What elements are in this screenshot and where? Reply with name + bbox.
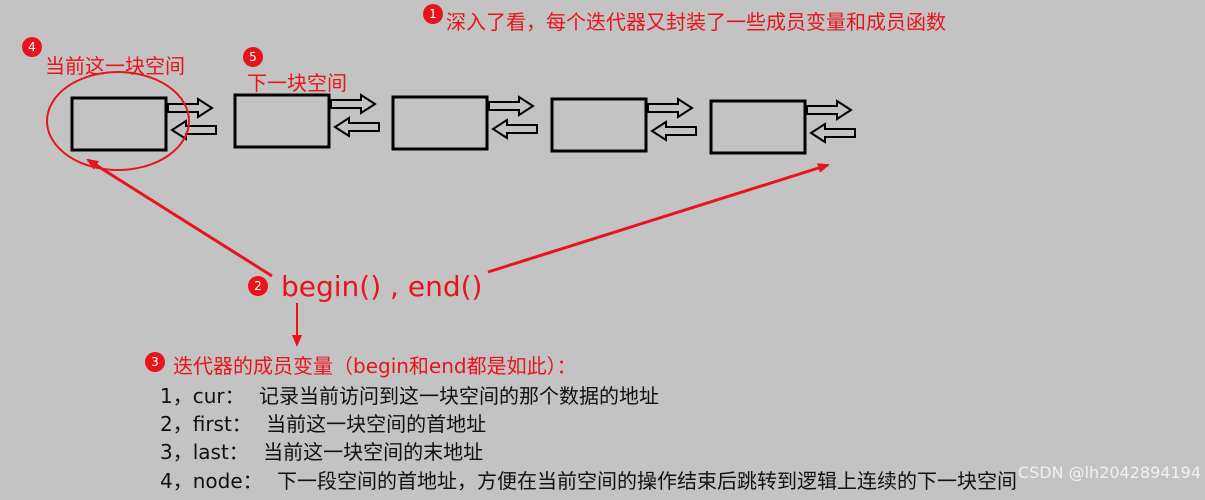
buffer-box-3 [391,95,489,151]
buffer-box-4 [550,97,648,153]
member-row-cur: 1，cur： 记录当前访问到这一块空间的那个数据的地址 [160,386,659,406]
begin-arrow [86,158,273,278]
badge-2: 2 [248,276,268,296]
label-next-block: 下一块空间 [247,71,347,95]
link-arrows-4 [647,97,697,142]
member-desc: 当前这一块空间的首地址 [266,412,487,436]
members-title: 迭代器的成员变量（begin和end都是如此）： [173,354,577,378]
member-label: 2，first： [160,412,252,436]
buffer-box-1 [70,96,168,152]
member-row-last: 3，last： 当前这一块空间的末地址 [160,442,483,462]
member-desc: 下一段空间的首地址，方便在当前空间的操作结束后跳转到逻辑上连续的下一块空间 [277,469,1017,493]
watermark: CSDN @lh2042894194 [1017,463,1201,482]
end-arrow [487,163,830,274]
member-label: 4，node： [160,469,263,493]
current-block-highlight [46,71,190,171]
member-label: 1，cur： [160,384,245,408]
link-arrows-5 [806,99,856,144]
member-row-first: 2，first： 当前这一块空间的首地址 [160,414,486,434]
begin-end-label: begin() , end() [281,270,483,303]
link-arrows-3 [488,95,538,140]
badge-5: 5 [243,47,263,67]
label-current-block: 当前这一块空间 [45,54,185,78]
link-arrows-1 [167,97,217,141]
member-row-node: 4，node： 下一段空间的首地址，方便在当前空间的操作结束后跳转到逻辑上连续的… [160,471,1017,491]
member-desc: 当前这一块空间的末地址 [263,440,484,464]
badge-1: 1 [423,4,443,24]
badge-3: 3 [145,352,165,372]
buffer-box-2 [233,93,331,149]
link-arrows-2 [330,93,380,138]
buffer-box-5 [709,99,807,155]
badge-4: 4 [22,37,42,57]
member-label: 3，last： [160,440,249,464]
member-desc: 记录当前访问到这一块空间的那个数据的地址 [258,384,659,408]
title-annotation: 深入了看，每个迭代器又封装了一些成员变量和成员函数 [446,10,946,34]
